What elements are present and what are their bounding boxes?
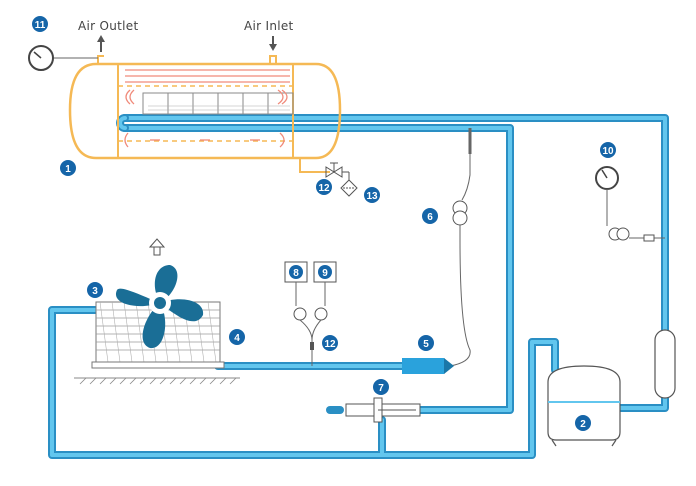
callout-10: 10 bbox=[600, 142, 616, 158]
refrigerant-piping bbox=[48, 114, 669, 459]
accumulator bbox=[654, 329, 676, 399]
svg-text:4: 4 bbox=[234, 333, 240, 344]
callout-11: 11 bbox=[32, 16, 48, 32]
pressure-switch-icon bbox=[449, 128, 472, 367]
callout-3: 3 bbox=[87, 282, 103, 298]
air-inlet-label: Air Inlet bbox=[244, 19, 294, 33]
svg-text:9: 9 bbox=[322, 268, 328, 279]
svg-text:12: 12 bbox=[318, 183, 330, 194]
valve-icon bbox=[345, 397, 421, 423]
svg-text:11: 11 bbox=[35, 20, 46, 31]
callout-13: 13 bbox=[364, 187, 380, 203]
callout-6: 6 bbox=[422, 208, 438, 224]
svg-text:12: 12 bbox=[324, 339, 336, 350]
receiver-tank bbox=[547, 365, 621, 447]
valve-icon bbox=[325, 162, 350, 180]
air-flow-arrow-icon bbox=[148, 238, 166, 256]
svg-text:7: 7 bbox=[378, 383, 384, 394]
callout-12-bottom: 12 bbox=[322, 335, 338, 351]
svg-text:3: 3 bbox=[92, 286, 98, 297]
fan-icon bbox=[115, 265, 204, 349]
heat-exchanger-vessel bbox=[68, 55, 342, 173]
svg-text:5: 5 bbox=[423, 339, 429, 350]
callout-12-top: 12 bbox=[316, 179, 332, 195]
air-flow-arrow-icon bbox=[269, 36, 277, 51]
filter-icon bbox=[340, 179, 358, 197]
callout-9: 9 bbox=[318, 265, 332, 279]
air-outlet-label: Air Outlet bbox=[78, 19, 138, 33]
svg-text:6: 6 bbox=[427, 212, 433, 223]
svg-text:8: 8 bbox=[293, 268, 299, 279]
callout-1: 1 bbox=[60, 160, 76, 176]
callout-8: 8 bbox=[289, 265, 303, 279]
pressure-gauge-icon bbox=[28, 45, 98, 71]
svg-text:2: 2 bbox=[580, 419, 586, 430]
air-flow-arrow-icon bbox=[97, 35, 105, 52]
svg-text:13: 13 bbox=[366, 191, 378, 202]
sight-glass bbox=[402, 358, 454, 374]
callout-5: 5 bbox=[418, 335, 434, 351]
svg-text:10: 10 bbox=[602, 146, 614, 157]
callout-4: 4 bbox=[229, 329, 245, 345]
callout-badges: 1 2 3 4 5 6 7 8 bbox=[32, 16, 616, 431]
callout-2: 2 bbox=[575, 415, 591, 431]
callout-7: 7 bbox=[373, 379, 389, 395]
svg-text:1: 1 bbox=[65, 164, 71, 175]
pressure-gauge-icon bbox=[595, 166, 665, 242]
